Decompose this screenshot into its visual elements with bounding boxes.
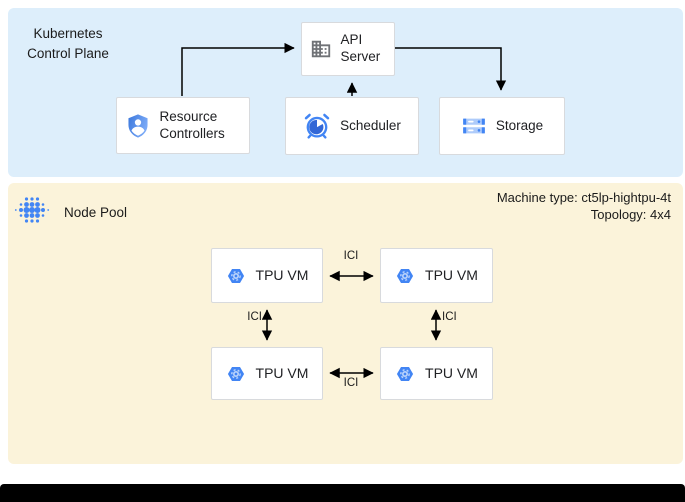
node-label: Storage xyxy=(495,117,544,133)
node-label: TPU VM xyxy=(425,364,478,381)
node-pool-title: Node Pool xyxy=(64,205,128,220)
node-label: Scheduler xyxy=(340,117,401,133)
node-pool-icon xyxy=(14,197,50,223)
gke-hexagon-icon xyxy=(227,366,244,381)
node-storage: Storage xyxy=(439,97,565,155)
node-resource-controllers: Resource Controllers xyxy=(116,97,250,154)
node-label: Resource Controllers xyxy=(159,108,225,141)
gke-hexagon-icon xyxy=(227,268,244,283)
node-tpu-vm-2: TPU VM xyxy=(380,248,493,303)
node-label: API Server xyxy=(340,32,381,64)
ici-label-left: ICI xyxy=(247,311,262,323)
node-label: TPU VM xyxy=(425,266,478,283)
node-scheduler: Scheduler xyxy=(285,97,419,155)
node-tpu-vm-1: TPU VM xyxy=(211,248,323,303)
machine-info: Machine type: ct5lp-hightpu-4t Topology:… xyxy=(497,189,671,223)
node-pool-panel xyxy=(8,183,683,464)
node-tpu-vm-4: TPU VM xyxy=(380,347,493,400)
storage-disks-icon xyxy=(463,118,485,134)
bottom-bar xyxy=(0,484,685,502)
topology-text: Topology: 4x4 xyxy=(590,207,671,222)
control-plane-title: Kubernetes Control Plane xyxy=(27,26,109,61)
node-api-server: API Server xyxy=(301,22,395,76)
shield-user-icon xyxy=(127,113,148,138)
node-tpu-vm-3: TPU VM xyxy=(211,347,323,400)
ici-label-bottom: ICI xyxy=(343,377,359,389)
alarm-clock-icon xyxy=(304,113,330,139)
ici-label-right: ICI xyxy=(442,311,457,323)
machine-type-text: Machine type: ct5lp-hightpu-4t xyxy=(496,190,671,205)
ici-label-top: ICI xyxy=(343,250,359,262)
building-icon xyxy=(311,40,330,58)
node-label: TPU VM xyxy=(255,266,309,283)
node-label: TPU VM xyxy=(255,364,309,381)
gke-hexagon-icon xyxy=(396,268,414,283)
gke-hexagon-icon xyxy=(396,366,414,381)
